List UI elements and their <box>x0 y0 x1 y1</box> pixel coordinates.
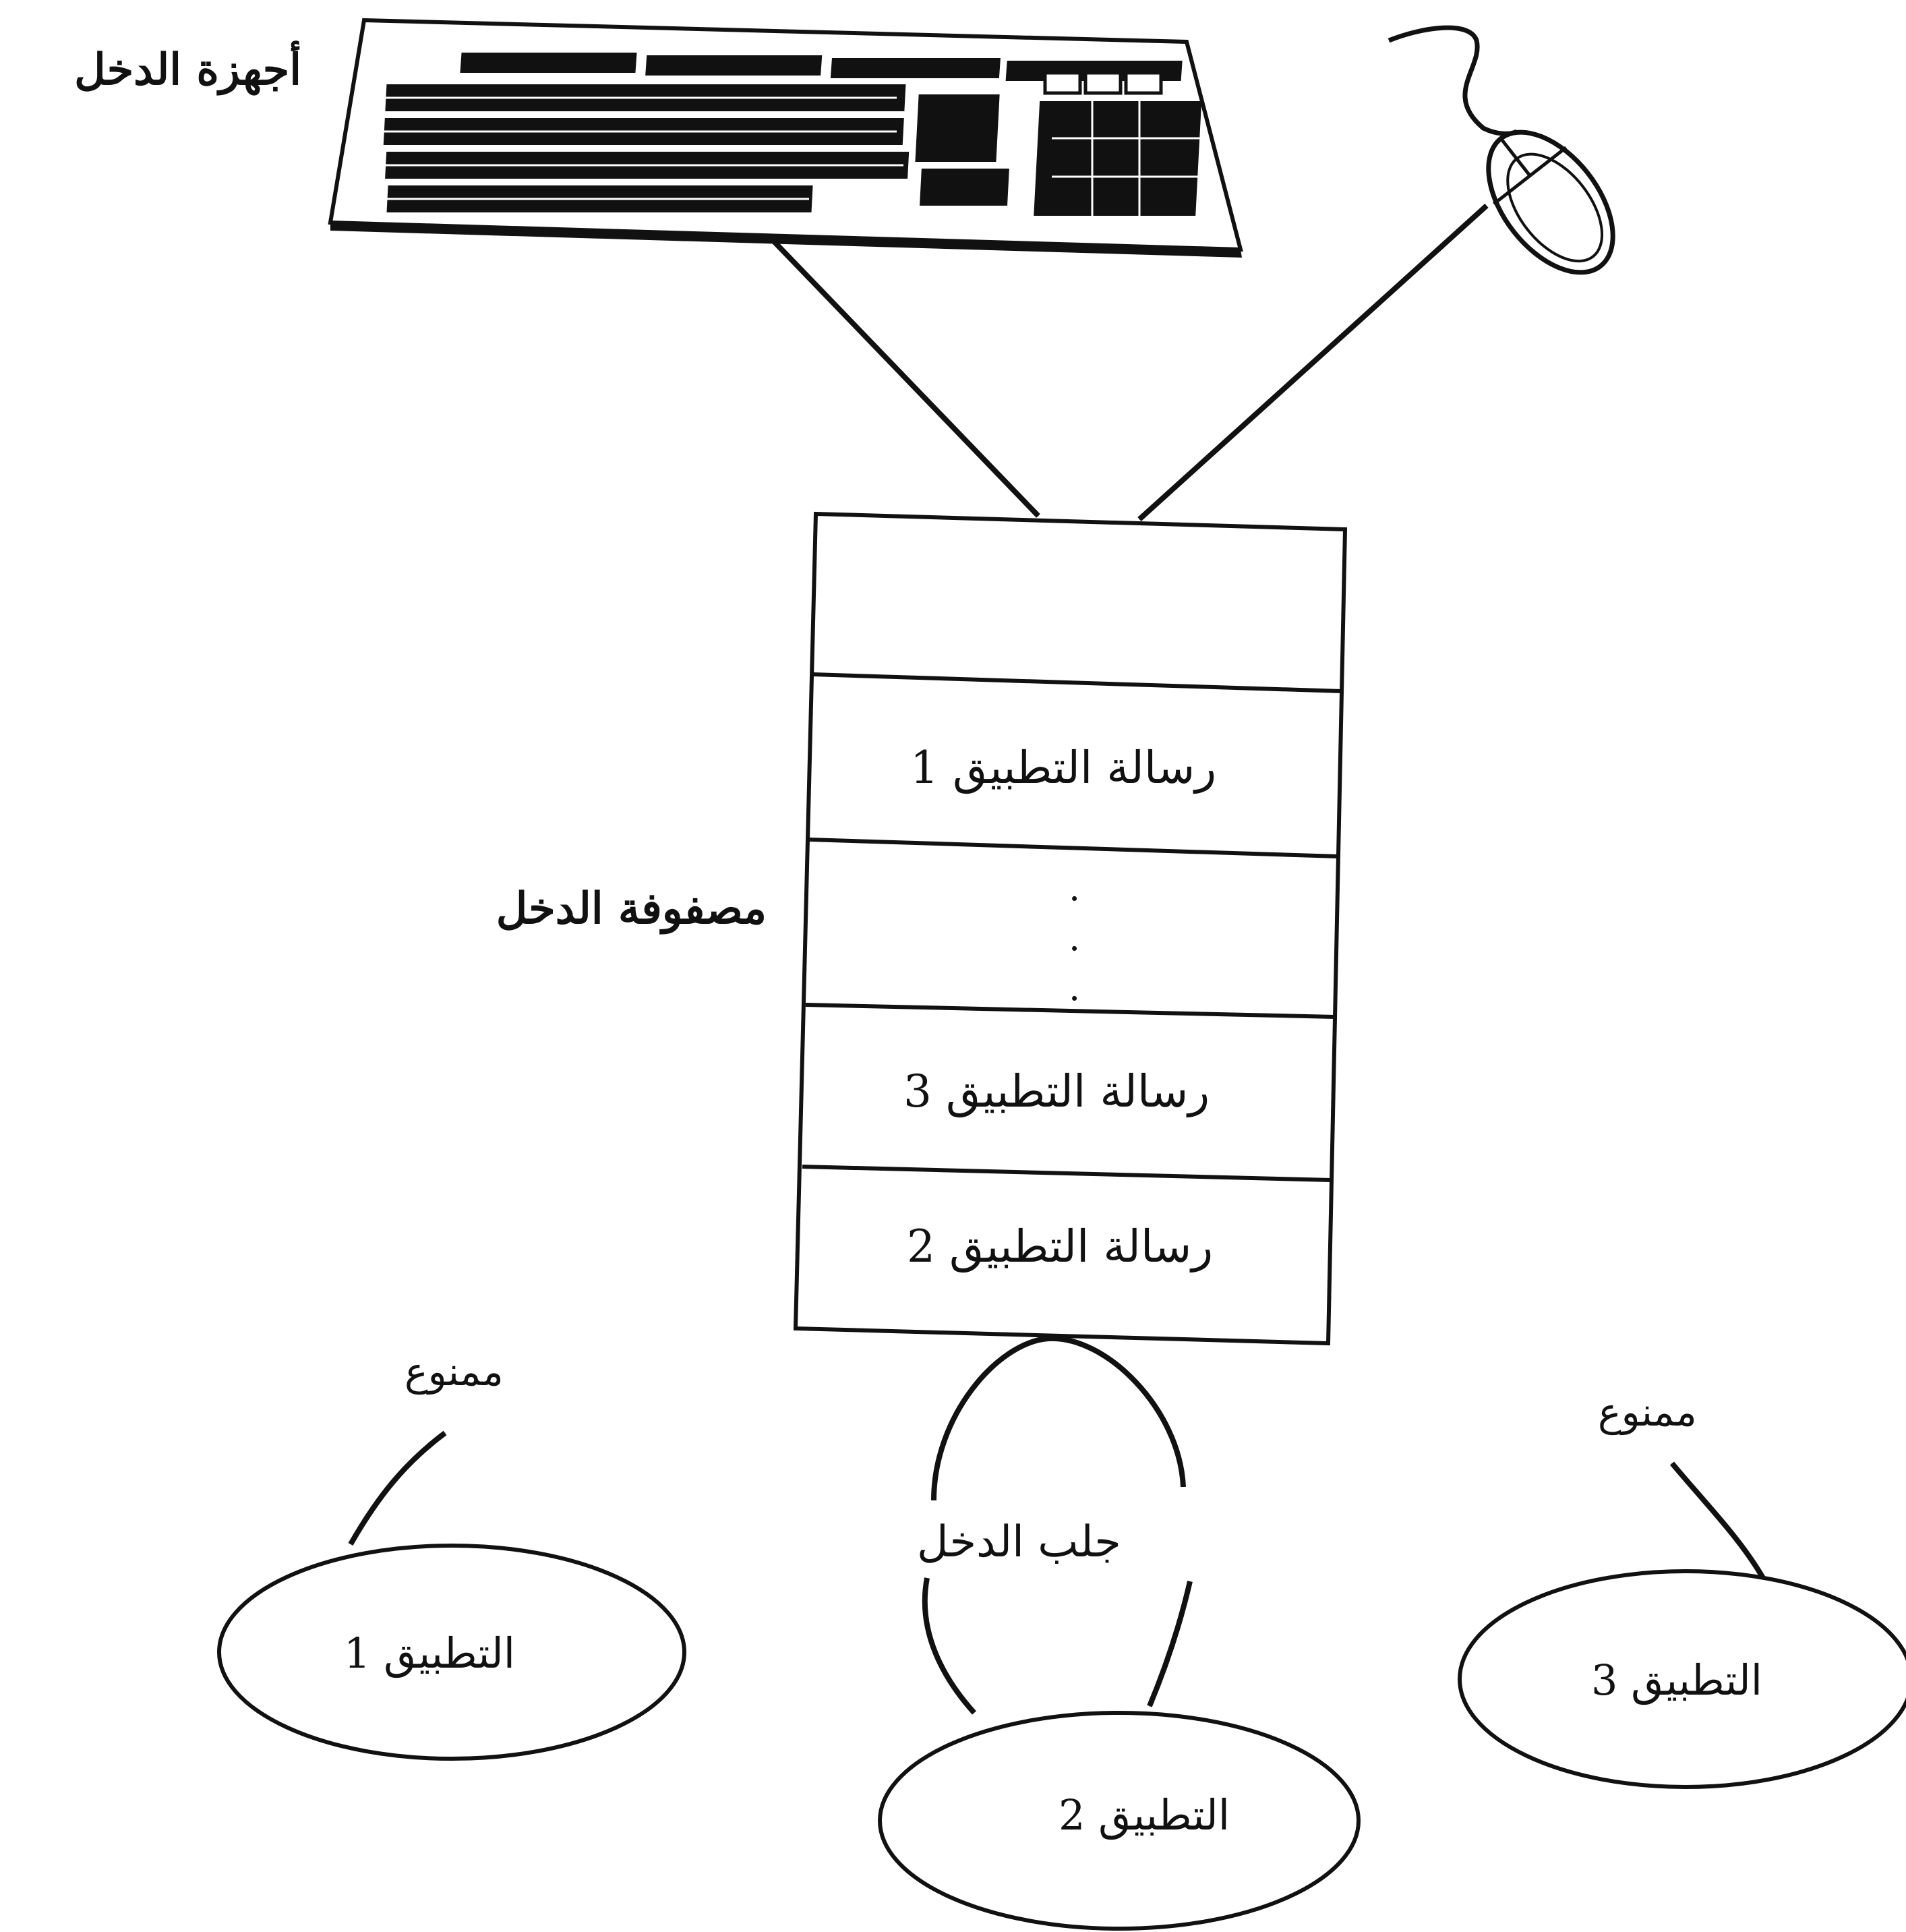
forbidden-label-right: ممنوع <box>1598 1389 1697 1435</box>
mouse-icon <box>1388 25 1615 275</box>
app3-ellipse <box>1458 1569 1906 1789</box>
mouse-to-queue-arrow <box>1137 204 1489 521</box>
keyboard-to-queue-arrow <box>770 237 1040 518</box>
queue-cell-app3-message: رسالة التطبيق 3 <box>903 1065 1210 1117</box>
forbidden-arrow-left <box>348 1430 447 1546</box>
input-devices-label: أجهزة الدخل <box>74 45 301 95</box>
app2-label: التطبيق 2 <box>1059 1790 1230 1840</box>
forbidden-label-left: ممنوع <box>405 1349 504 1395</box>
queue-cell-ellipsis: . . . <box>1069 867 1081 1009</box>
fetch-input-loop <box>922 1335 1193 1715</box>
queue-cell-app2-message: رسالة التطبيق 2 <box>907 1221 1214 1272</box>
app1-ellipse <box>217 1544 686 1761</box>
fetch-input-label: جلب الدخل <box>917 1517 1121 1567</box>
forbidden-arrow-right <box>1669 1461 1766 1580</box>
keyboard-icon <box>328 18 1243 258</box>
app2-ellipse <box>878 1711 1361 1931</box>
queue-cell-app1-message: رسالة التطبيق 1 <box>910 742 1217 794</box>
app3-label: التطبيق 3 <box>1591 1656 1762 1705</box>
input-queue-label: مصفوفة الدخل <box>496 883 767 934</box>
app1-label: التطبيق 1 <box>344 1629 515 1678</box>
input-queue-box <box>793 511 1348 1346</box>
